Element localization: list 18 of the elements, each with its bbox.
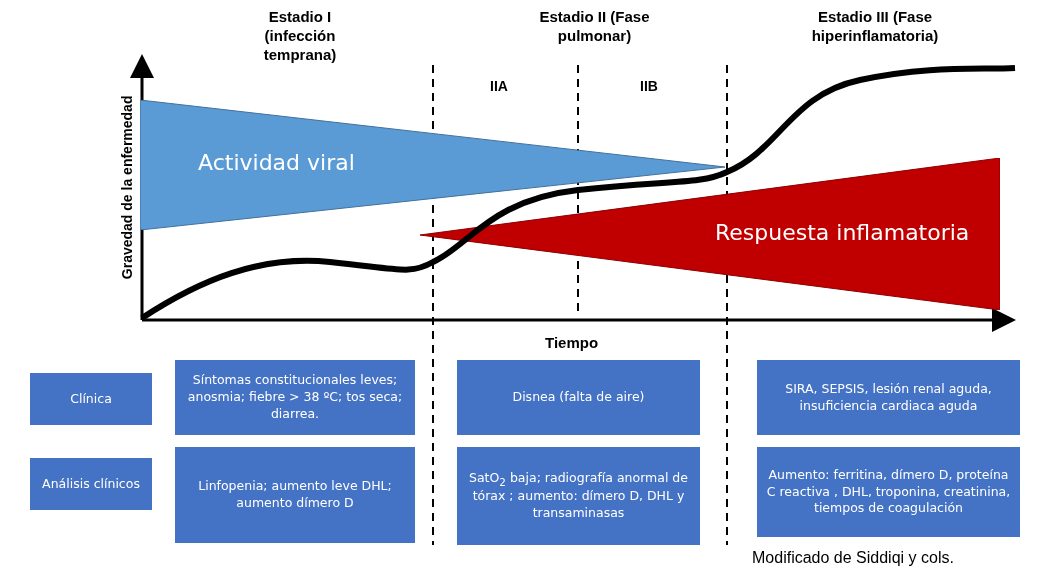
band-label: Respuesta inflamatoria (715, 220, 970, 245)
info-box: Linfopenia; aumento leve DHL; aumento dímero D (175, 447, 415, 543)
source-caption: Modificado de Siddiqi y cols. (752, 549, 954, 567)
info-box: Síntomas constitucionales leves; anosmia; fiebre > 38 ºC; tos seca; diarrea. (175, 360, 415, 435)
stage-heading: Estadio II (Fase pulmonar) (538, 8, 651, 46)
axis-label: Gravedad de la enfermedad (119, 94, 135, 282)
info-box: Disnea (falta de aire) (457, 360, 700, 435)
stage-heading: Estadio III (Fase hiperinflamatoria) (810, 8, 940, 46)
stage-heading: Estadio I (infección temprana) (262, 8, 338, 65)
info-box: Clínica (30, 373, 152, 425)
substage-label: IIB (640, 78, 658, 94)
info-box: SatO$_{2}$ baja; radiografía anormal de tórax ; aumento: dímero D, DHL y transaminasas (457, 447, 700, 545)
info-box: Aumento: ferritina, dímero D, proteína C reactiva , DHL, troponina, creatinina, tiempos de coagulación (757, 447, 1020, 537)
substage-label: IIA (490, 78, 508, 94)
band-label: Actividad viral (198, 150, 355, 175)
axis-label: Tiempo (545, 334, 599, 351)
info-box: SIRA, SEPSIS, lesión renal aguda, insuficiencia cardiaca aguda (757, 360, 1020, 435)
info-box: Análisis clínicos (30, 458, 152, 510)
